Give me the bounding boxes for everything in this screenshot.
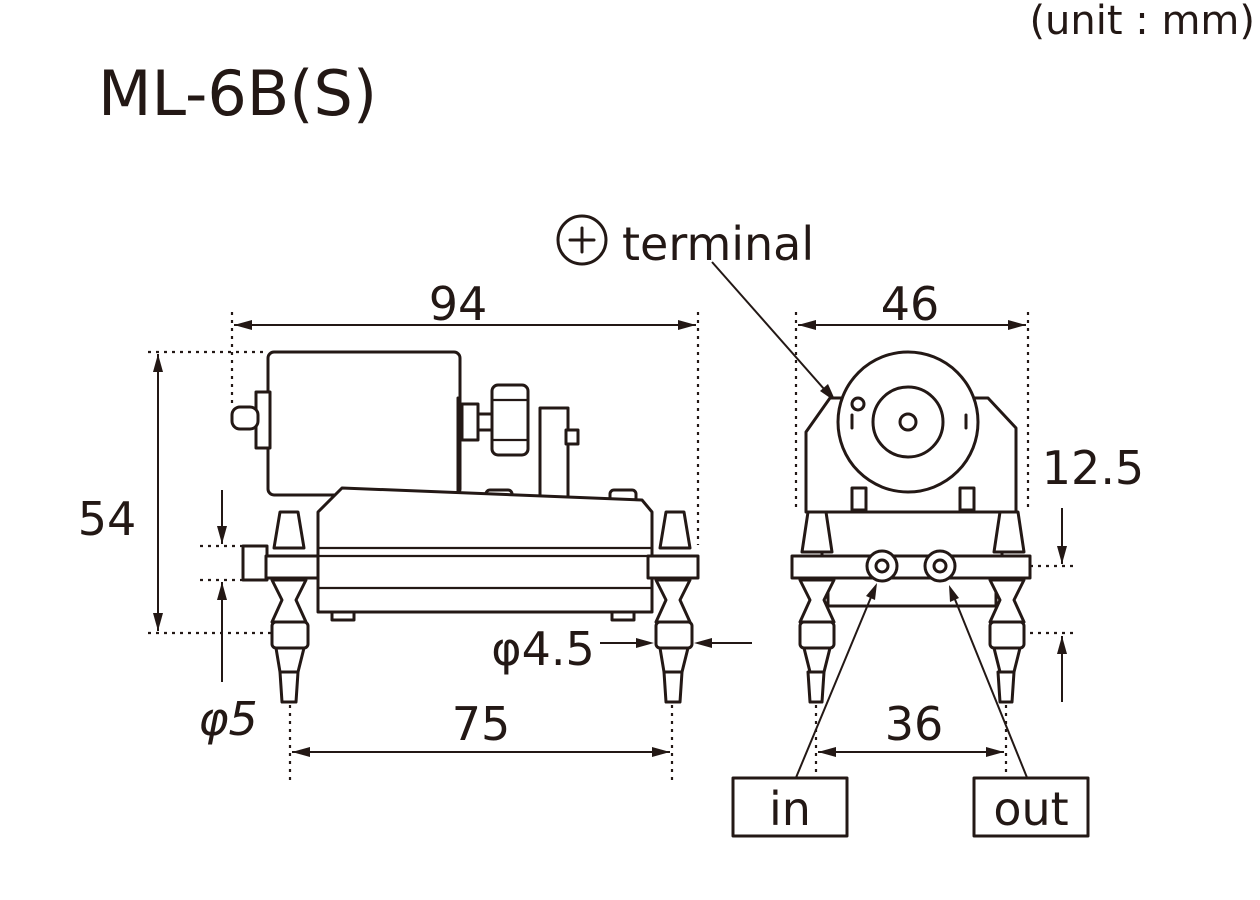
- port-diameter-left: φ5: [198, 692, 258, 746]
- left-leg: [264, 510, 320, 704]
- port-diameter-right: φ4.5: [491, 622, 595, 676]
- front-right-leg: [988, 510, 1026, 704]
- front-left-leg: [798, 510, 836, 704]
- port-bar: [790, 554, 1032, 580]
- outlet-box: [972, 776, 1090, 838]
- dimension-width-46: 46: [881, 277, 940, 331]
- outlet-label: out: [993, 782, 1068, 836]
- dimension-width-94: 94: [429, 277, 488, 331]
- front-view: terminal: [556, 214, 1144, 838]
- inlet-label: in: [769, 782, 811, 836]
- plus-terminal-icon: [556, 214, 608, 266]
- dimension-height-54: 54: [78, 492, 137, 546]
- inlet-box: [731, 776, 849, 838]
- front-base: [820, 510, 1004, 558]
- terminal-leader: [711, 261, 833, 399]
- front-base-lower: [826, 576, 998, 608]
- outlet-leader: [951, 591, 1029, 781]
- side-port-stub: [241, 544, 269, 582]
- shaft-collar: [460, 402, 480, 442]
- side-view: 94 54 φ5 φ4.5 75: [78, 277, 752, 785]
- eccentric-wheel: [490, 383, 530, 457]
- housing-foot: [610, 610, 636, 622]
- dimension-leg-pitch-75: 75: [452, 697, 511, 751]
- motor-body: [266, 350, 462, 497]
- motor-shaft-stub: [230, 405, 260, 431]
- dimension-port-pitch-36: 36: [885, 697, 944, 751]
- dimension-height-12-5: 12.5: [1042, 441, 1144, 495]
- right-leg: [646, 510, 700, 704]
- inlet-leader: [794, 589, 875, 781]
- rocker-arm: [538, 406, 570, 505]
- rocker-pin: [564, 428, 580, 446]
- pump-housing: [316, 486, 654, 614]
- model-title: ML-6B(S): [98, 57, 377, 130]
- housing-foot: [330, 610, 356, 622]
- unit-note: (unit : mm): [1029, 0, 1255, 44]
- terminal-label: terminal: [622, 217, 814, 271]
- shaft-coupling: [476, 412, 494, 432]
